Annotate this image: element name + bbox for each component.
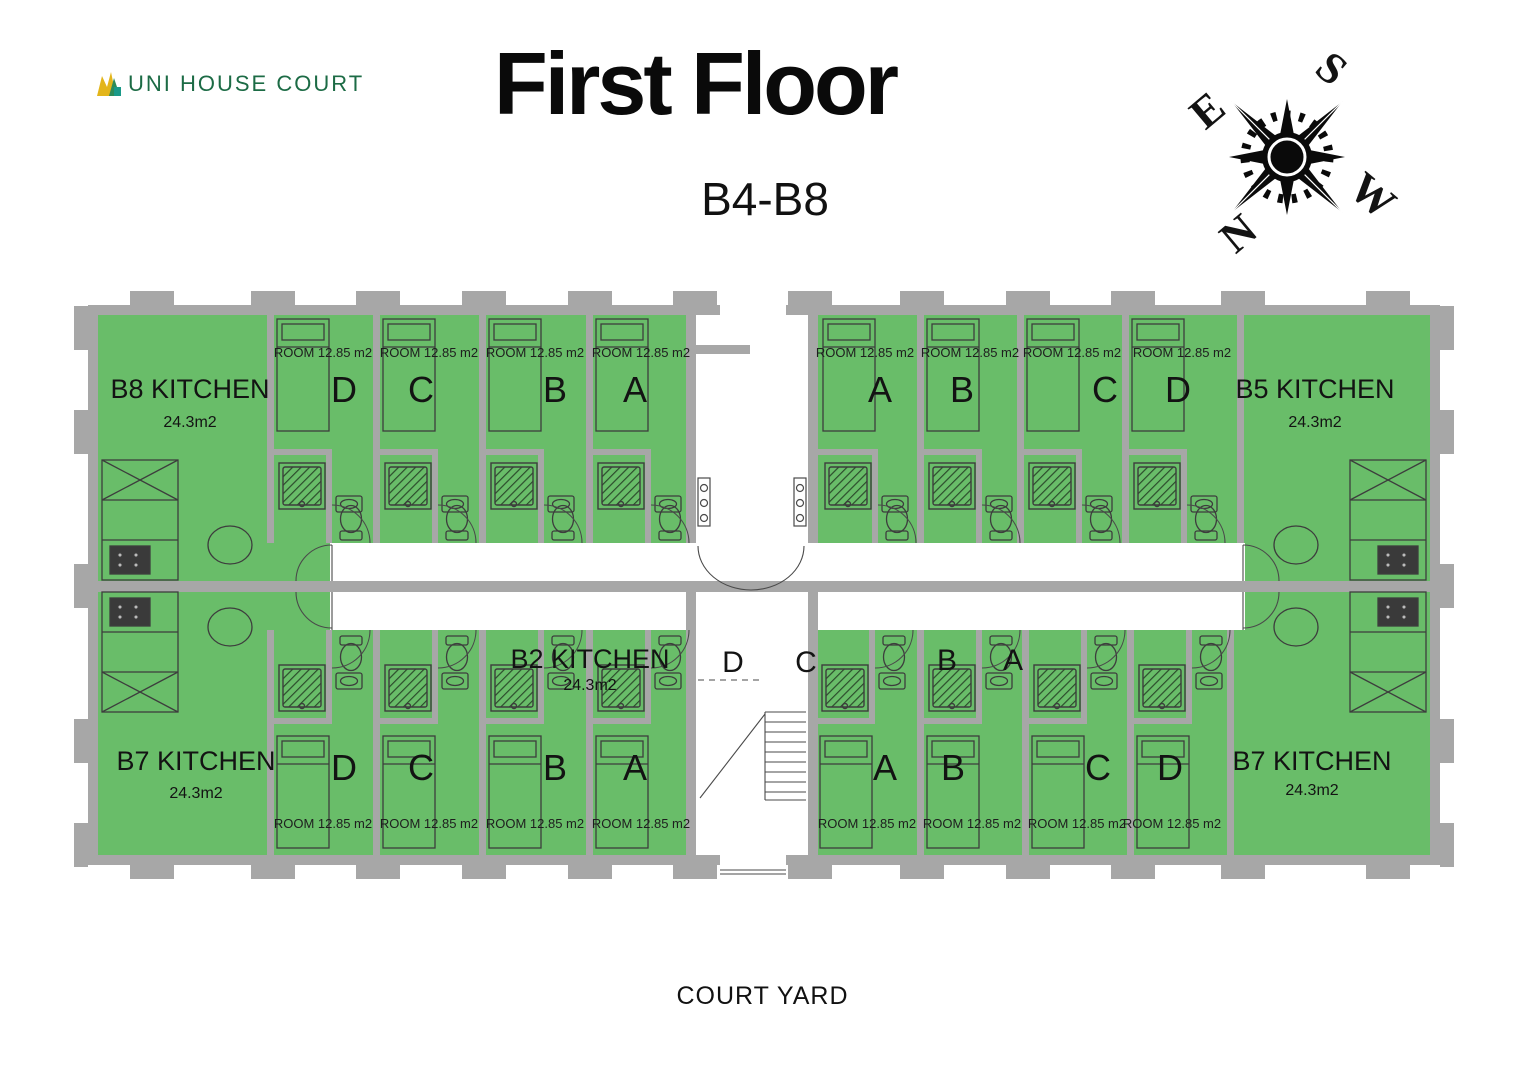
kitchen-area-b7-left: 24.3m2 — [169, 785, 222, 802]
room-letter-bl-c: C — [408, 747, 434, 788]
room-letter-mid-b: B — [937, 644, 957, 677]
stair-wall-left — [686, 592, 696, 855]
room-area-label: ROOM 12.85 m2 — [592, 816, 690, 831]
room-letter-mid-d: D — [722, 646, 744, 679]
room-area-label: ROOM 12.85 m2 — [486, 345, 584, 360]
compass-rose: S E W N — [1180, 42, 1405, 263]
room-letter-tl-c: C — [408, 369, 434, 410]
room-area-label: ROOM 12.85 m2 — [592, 345, 690, 360]
room-letter-tr-d: D — [1165, 369, 1191, 410]
room-letter-bl-a: A — [623, 747, 647, 788]
wall-tabs — [74, 291, 1454, 879]
kitchen-label-b7-left: B7 KITCHEN — [116, 746, 275, 776]
room-area-label: ROOM 12.85 m2 — [1123, 816, 1221, 831]
room-letter-mid-c: C — [795, 646, 817, 679]
kitchen-area-b7-right: 24.3m2 — [1285, 782, 1338, 799]
room-area-label: ROOM 12.85 m2 — [380, 816, 478, 831]
room-letter-bl-d: D — [331, 747, 357, 788]
corridors — [330, 543, 1245, 630]
kitchen-b7l-counter — [101, 591, 253, 713]
room-letter-mid-a: A — [1003, 644, 1023, 677]
room-area-label: ROOM 12.85 m2 — [274, 345, 372, 360]
lobby-wall-left — [686, 315, 696, 543]
room-area-label: ROOM 12.85 m2 — [1028, 816, 1126, 831]
room-letter-tr-a: A — [868, 369, 892, 410]
kitchen-label-b8: B8 KITCHEN — [110, 374, 269, 404]
kitchen-label-b2: B2 KITCHEN — [510, 644, 669, 674]
room-area-label: ROOM 12.85 m2 — [274, 816, 372, 831]
kitchen-area-b5: 24.3m2 — [1288, 414, 1341, 431]
room-area-label: ROOM 12.85 m2 — [816, 345, 914, 360]
room-letter-br-a: A — [873, 747, 897, 788]
kitchen-b5-counter — [1273, 459, 1427, 581]
room-letter-tr-c: C — [1092, 369, 1118, 410]
kitchen-fixtures — [101, 459, 1427, 713]
room-area-label: ROOM 12.85 m2 — [1133, 345, 1231, 360]
kitchen-area-b8: 24.3m2 — [163, 414, 216, 431]
lobby-wall-right — [808, 315, 818, 543]
room-area-label: ROOM 12.85 m2 — [921, 345, 1019, 360]
wall-openings — [720, 304, 786, 867]
stair-door-opening — [720, 854, 786, 867]
corridor-top — [330, 543, 1245, 581]
logo-icon — [97, 72, 121, 96]
court-yard-label: COURT YARD — [676, 982, 849, 1010]
room-letter-br-b: B — [941, 747, 965, 788]
green-bottom-right — [810, 592, 1430, 855]
pod-walls — [270, 449, 1192, 724]
room-letter-br-d: D — [1157, 747, 1183, 788]
room-area-label: ROOM 12.85 m2 — [818, 816, 916, 831]
lobby-door-arc — [697, 545, 805, 591]
logo: UNI HOUSE COURT — [96, 70, 364, 98]
room-letter-tl-b: B — [543, 369, 567, 410]
kitchen-label-b7-right: B7 KITCHEN — [1232, 746, 1391, 776]
room-letter-bl-b: B — [543, 747, 567, 788]
kitchen-b7r-counter — [1273, 591, 1427, 713]
room-letter-tr-b: B — [950, 369, 974, 410]
kitchen-b8-counter — [101, 459, 253, 581]
logo-text: UNI HOUSE COURT — [128, 71, 365, 96]
corridor-bottom — [330, 592, 1245, 630]
entrance-opening — [720, 304, 786, 317]
room-letter-br-c: C — [1085, 747, 1111, 788]
room-area-label: ROOM 12.85 m2 — [380, 345, 478, 360]
lobby-stub-wall — [696, 345, 750, 354]
interior-walls — [88, 315, 1440, 855]
door-arcs — [295, 504, 1280, 669]
page-subtitle: B4-B8 — [701, 173, 829, 225]
room-area-label: ROOM 12.85 m2 — [486, 816, 584, 831]
kitchen-label-b5: B5 KITCHEN — [1235, 374, 1394, 404]
page-title: First Floor — [493, 34, 899, 133]
kitchen-area-b2: 24.3m2 — [563, 677, 616, 694]
lobby-fixtures — [697, 477, 807, 527]
room-letter-tl-d: D — [331, 369, 357, 410]
compass-star — [1229, 99, 1345, 215]
room-area-label: ROOM 12.85 m2 — [923, 816, 1021, 831]
stairwell — [698, 679, 806, 875]
room-letter-tl-a: A — [623, 369, 647, 410]
room-area-label: ROOM 12.85 m2 — [1023, 345, 1121, 360]
